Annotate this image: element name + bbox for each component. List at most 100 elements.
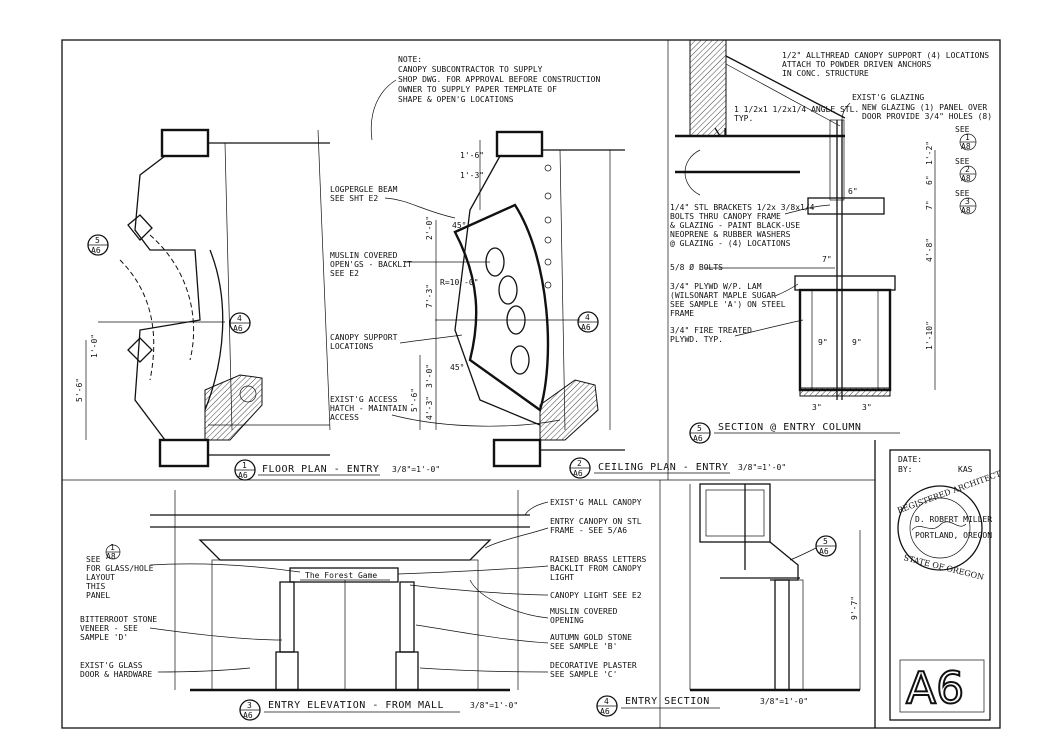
note-line: CANOPY SUBCONTRACTOR TO SUPPLY (398, 65, 543, 74)
dim-5-6: 5'-6" (410, 388, 419, 412)
svg-text:HATCH - MAINTAIN: HATCH - MAINTAIN (330, 404, 407, 413)
svg-text:1: 1 (110, 543, 115, 552)
note-leader (370, 79, 397, 141)
muslin-opening (510, 345, 530, 375)
svg-text:IN CONC. STRUCTURE: IN CONC. STRUCTURE (782, 69, 869, 78)
callout-number: 4 (237, 314, 242, 323)
svg-text:CANOPY LIGHT SEE E2: CANOPY LIGHT SEE E2 (550, 591, 642, 600)
callout-sheet: A6 (91, 246, 101, 255)
svg-text:A6: A6 (600, 707, 610, 716)
svg-text:1 1/2x1 1/2x1/4 ANGLE STL.: 1 1/2x1 1/2x1/4 ANGLE STL. (734, 105, 859, 114)
svg-text:ENTRY ELEVATION - FROM MALL: ENTRY ELEVATION - FROM MALL (268, 700, 444, 711)
svg-text:MUSLIN COVERED: MUSLIN COVERED (330, 251, 398, 260)
view-title-ceiling-plan: 2 A6 CEILING PLAN - ENTRY 3/8"=1'-0" (569, 457, 786, 479)
svg-text:ENTRY CANOPY ON STL: ENTRY CANOPY ON STL (550, 517, 642, 526)
callout-elevation-detail[interactable]: 1 A8 (105, 543, 121, 561)
svg-text:6": 6" (925, 175, 934, 185)
svg-text:SEE: SEE (86, 555, 101, 564)
callout-section-5-elevation[interactable]: 5 A6 (815, 535, 837, 557)
by-value: KAS (958, 465, 973, 474)
svg-text:CEILING PLAN - ENTRY: CEILING PLAN - ENTRY (598, 462, 728, 473)
svg-text:7": 7" (925, 200, 934, 210)
svg-text:LAYOUT: LAYOUT (86, 573, 115, 582)
svg-text:PANEL: PANEL (86, 591, 110, 600)
svg-text:3": 3" (812, 403, 822, 412)
svg-text:4'-8": 4'-8" (925, 238, 934, 262)
by-label: BY: (898, 465, 912, 474)
svg-text:ATTACH TO POWDER DRIVEN ANCHOR: ATTACH TO POWDER DRIVEN ANCHORS (782, 60, 931, 69)
svg-text:9": 9" (818, 338, 828, 347)
dim-7-3: 7'-3" (425, 284, 434, 308)
muslin-opening (498, 275, 518, 305)
plan-column-bottom (158, 438, 210, 468)
svg-text:PLYWD. TYP.: PLYWD. TYP. (670, 335, 723, 344)
svg-text:4: 4 (585, 313, 590, 322)
callout-detail-1[interactable]: 1 A8 (959, 133, 977, 151)
entry-elevation-view: The Forest Game EXIST'G MALL CANOPY ENTR… (80, 490, 647, 721)
svg-text:PORTLAND, OREGON: PORTLAND, OREGON (915, 531, 992, 540)
svg-text:SEE SAMPLE 'A') ON STEEL: SEE SAMPLE 'A') ON STEEL (670, 300, 786, 309)
svg-text:EXIST'G GLASS: EXIST'G GLASS (80, 661, 143, 670)
svg-text:(WILSONART MAPLE SUGAR: (WILSONART MAPLE SUGAR (670, 291, 776, 300)
svg-text:SEE SAMPLE 'C': SEE SAMPLE 'C' (550, 670, 617, 679)
svg-text:BITTERROOT STONE: BITTERROOT STONE (80, 615, 157, 624)
sheet-border (61, 39, 1001, 729)
svg-text:DECORATIVE PLASTER: DECORATIVE PLASTER (550, 661, 637, 670)
view-title: FLOOR PLAN - ENTRY (262, 464, 379, 475)
sign-letters: The Forest Game (305, 571, 377, 580)
svg-text:5: 5 (697, 424, 702, 433)
svg-text:3/8"=1'-0": 3/8"=1'-0" (470, 701, 518, 710)
callout-detail-3[interactable]: 3 A8 (959, 197, 977, 215)
dim-radius: R=10'-0" (440, 278, 479, 287)
note-line: OWNER TO SUPPLY PAPER TEMPLATE OF (398, 85, 557, 94)
svg-text:3: 3 (247, 701, 252, 710)
view-scale: 3/8"=1'-0" (392, 465, 440, 474)
svg-text:5/8 Ø BOLTS: 5/8 Ø BOLTS (670, 262, 723, 272)
svg-text:EXIST'G ACCESS: EXIST'G ACCESS (330, 395, 398, 404)
svg-text:ENTRY SECTION: ENTRY SECTION (625, 696, 710, 707)
dim-plan-5-6: 5'-6" (75, 378, 84, 402)
svg-text:A8: A8 (106, 552, 116, 561)
dim-plan-1-0: 1'-0" (90, 334, 99, 358)
plan-column-top (160, 128, 210, 158)
dim-4-3: 4'-3" (425, 396, 434, 420)
note-line: SHAPE & OPEN'G LOCATIONS (398, 95, 514, 104)
svg-text:A6: A6 (581, 323, 591, 332)
svg-text:5: 5 (823, 537, 828, 546)
svg-text:& GLAZING - PAINT BLACK-USE: & GLAZING - PAINT BLACK-USE (670, 221, 800, 230)
column-section-view: 1'-2" 6" 7" 4'-8" 1'-10" 9" 9" 7" 6" 3" … (670, 39, 992, 444)
callout-detail-2[interactable]: 2 A8 (959, 165, 977, 183)
svg-text:EXIST'G MALL CANOPY: EXIST'G MALL CANOPY (550, 498, 642, 507)
view-number: 1 (242, 461, 247, 470)
svg-text:A8: A8 (961, 174, 971, 183)
note-line: SHOP DWG. FOR APPROVAL BEFORE CONSTRUCTI… (398, 75, 600, 84)
view-title-column-section: 5 A6 SECTION @ ENTRY COLUMN (689, 422, 900, 444)
svg-text:1: 1 (965, 133, 970, 142)
svg-text:FRAME: FRAME (670, 309, 694, 318)
svg-text:2: 2 (965, 165, 970, 174)
svg-text:RAISED BRASS LETTERS: RAISED BRASS LETTERS (550, 555, 647, 564)
svg-text:BACKLIT FROM CANOPY: BACKLIT FROM CANOPY (550, 564, 642, 573)
svg-text:CANOPY SUPPORT: CANOPY SUPPORT (330, 333, 398, 342)
svg-text:LIGHT: LIGHT (550, 573, 574, 582)
note-heading: NOTE: (398, 55, 422, 64)
dim-2-0: 2'-0" (425, 216, 434, 240)
dim-1-6: 1'-6" (460, 151, 484, 160)
svg-text:1'-10": 1'-10" (925, 321, 934, 350)
callout-section-5[interactable]: 5 A6 (87, 234, 109, 256)
callout-section-4[interactable]: 4 A6 (229, 312, 251, 334)
svg-text:ACCESS: ACCESS (330, 413, 359, 422)
title-block: DATE: BY: KAS REGISTERED ARCHITECT STATE… (889, 449, 1003, 721)
svg-text:D. ROBERT MILLER: D. ROBERT MILLER (915, 515, 992, 524)
svg-text:NEW GLAZING (1) PANEL OVER: NEW GLAZING (1) PANEL OVER (862, 103, 987, 112)
svg-text:3/8"=1'-0": 3/8"=1'-0" (738, 463, 786, 472)
svg-text:2: 2 (577, 459, 582, 468)
callout-section-4-ceiling[interactable]: 4 A6 (577, 311, 599, 333)
svg-text:NEOPRENE & RUBBER WASHERS: NEOPRENE & RUBBER WASHERS (670, 230, 791, 239)
dim-3-0: 3'-0" (425, 364, 434, 388)
svg-text:BOLTS THRU CANOPY FRAME: BOLTS THRU CANOPY FRAME (670, 212, 781, 221)
dim-45-b: 45° (450, 363, 464, 372)
svg-text:VENEER - SEE: VENEER - SEE (80, 624, 138, 633)
svg-text:LOGPERGLE BEAM: LOGPERGLE BEAM (330, 185, 398, 194)
